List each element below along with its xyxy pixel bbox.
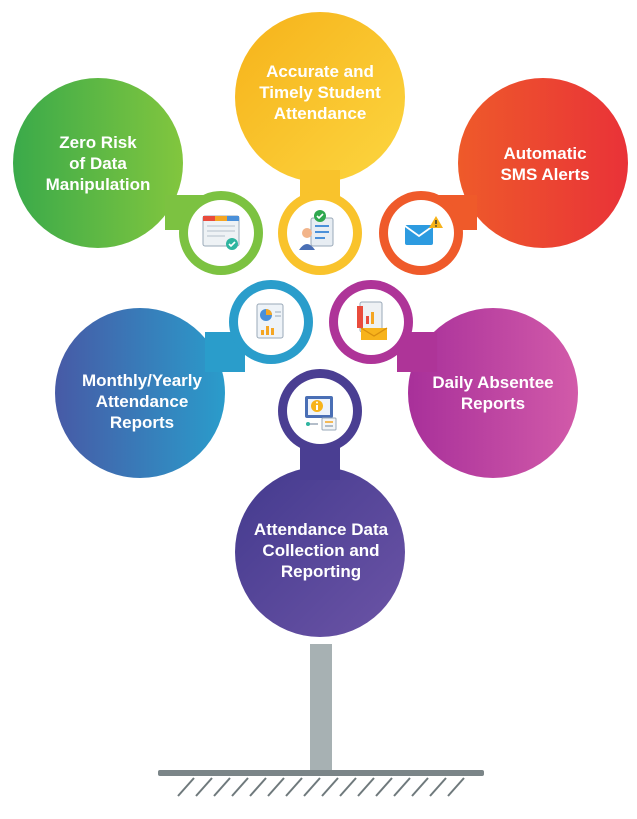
accurate-bubble xyxy=(235,12,405,182)
sms-alert-envelope-icon xyxy=(404,216,443,245)
collection-bubble xyxy=(235,467,405,637)
monthly-bubble xyxy=(55,308,225,478)
ground-hatching xyxy=(177,777,465,797)
tree-trunk xyxy=(310,644,332,772)
node-sms xyxy=(379,78,628,275)
sms-bubble xyxy=(458,78,628,248)
daily-bubble xyxy=(408,308,578,478)
node-monthly xyxy=(55,280,313,478)
student-attendance-icon xyxy=(299,210,334,250)
zero-risk-bubble xyxy=(13,78,183,248)
report-chart-icon xyxy=(256,303,284,339)
node-collection xyxy=(235,369,405,637)
absentee-mail-report-icon xyxy=(357,301,388,340)
ground-line xyxy=(158,770,484,776)
data-collection-info-icon xyxy=(305,396,337,431)
data-table-check-icon xyxy=(202,215,240,250)
